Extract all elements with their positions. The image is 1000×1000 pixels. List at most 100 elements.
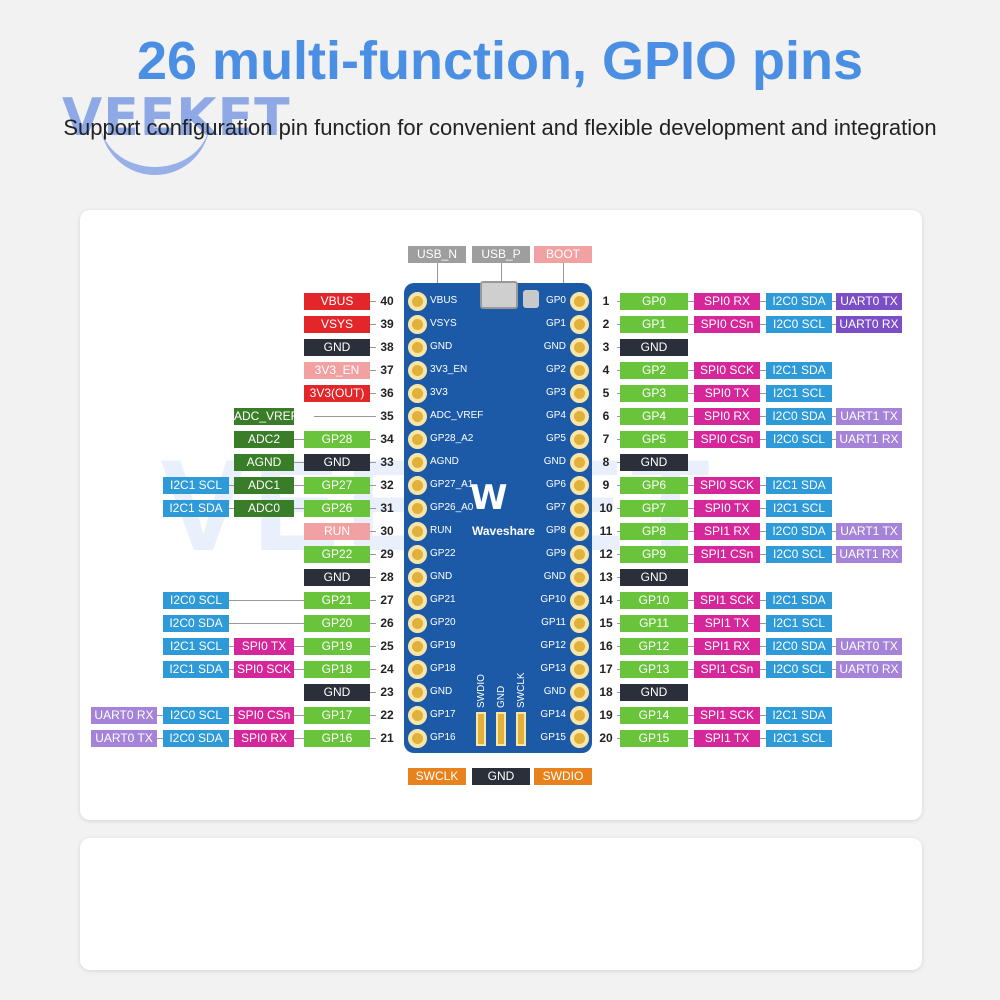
pin-function-label: UART0 TX xyxy=(91,730,157,747)
pin-function-label: GND xyxy=(304,454,370,471)
pin-function-label: UART0 TX xyxy=(836,293,902,310)
pin-number: 30 xyxy=(380,524,394,538)
usb-pin-line xyxy=(501,263,502,283)
pin-function-label: GP6 xyxy=(620,477,688,494)
pin-number: 4 xyxy=(602,363,610,377)
pin-pad xyxy=(408,453,427,472)
pin-function-label: SPI0 TX xyxy=(694,385,760,402)
pin-number: 3 xyxy=(602,340,610,354)
pin-function-label: I2C1 SDA xyxy=(766,592,832,609)
boot-button xyxy=(523,290,539,308)
pin-function-label: SPI1 CSn xyxy=(694,546,760,563)
pin-number: 9 xyxy=(602,478,610,492)
pin-function-label: I2C0 SDA xyxy=(766,638,832,655)
pin-number: 15 xyxy=(599,616,613,630)
pin-function-label: UART0 TX xyxy=(836,638,902,655)
pin-function-label: AGND xyxy=(234,454,294,471)
pin-silk-label: GP15 xyxy=(540,732,566,743)
pin-pad xyxy=(408,637,427,656)
pin-function-label: GND xyxy=(620,569,688,586)
pin-function-label: GP0 xyxy=(620,293,688,310)
pin-number: 13 xyxy=(599,570,613,584)
pin-number: 23 xyxy=(380,685,394,699)
pin-function-label: SPI1 RX xyxy=(694,523,760,540)
pico-board xyxy=(404,283,592,753)
pin-silk-label: GND xyxy=(543,341,566,352)
pin-number: 19 xyxy=(599,708,613,722)
pin-function-label: GP28 xyxy=(304,431,370,448)
debug-pin-label: GND xyxy=(472,768,530,785)
swd-pad xyxy=(516,712,526,746)
pin-function-label: I2C1 SCL xyxy=(766,500,832,517)
pin-pad xyxy=(570,522,589,541)
pin-function-label: I2C1 SCL xyxy=(163,477,229,494)
pin-function-label: I2C1 SDA xyxy=(163,500,229,517)
pin-number: 36 xyxy=(380,386,394,400)
pin-silk-label: GP13 xyxy=(540,663,566,674)
pin-number: 21 xyxy=(380,731,394,745)
debug-pin-label: SWDIO xyxy=(534,768,592,785)
pin-function-label: GP17 xyxy=(304,707,370,724)
pin-number: 22 xyxy=(380,708,394,722)
usb-pin-line xyxy=(563,263,564,283)
pin-number: 11 xyxy=(599,524,613,538)
pin-silk-label: GP21 xyxy=(430,594,456,605)
pin-pad xyxy=(570,499,589,518)
pin-function-label: GND xyxy=(620,339,688,356)
page-title: 26 multi-function, GPIO pins xyxy=(136,31,864,91)
pin-pad xyxy=(408,591,427,610)
pin-pad xyxy=(570,568,589,587)
pin-number: 37 xyxy=(380,363,394,377)
board-brand: Waveshare xyxy=(472,524,535,538)
pin-number: 20 xyxy=(599,731,613,745)
pin-pad xyxy=(570,591,589,610)
pin-function-label: GP9 xyxy=(620,546,688,563)
pin-pad xyxy=(570,315,589,334)
pin-function-label: GND xyxy=(304,339,370,356)
pin-function-label: SPI1 RX xyxy=(694,638,760,655)
pin-function-label: RUN xyxy=(304,523,370,540)
pin-silk-label: GND xyxy=(543,571,566,582)
pin-silk-label: GP14 xyxy=(540,709,566,720)
pin-number: 28 xyxy=(380,570,394,584)
pin-silk-label: VSYS xyxy=(430,318,457,329)
pin-function-label: UART1 RX xyxy=(836,546,902,563)
pin-connector-line xyxy=(173,600,376,601)
pin-pad xyxy=(570,430,589,449)
pin-silk-label: GP8 xyxy=(545,525,566,536)
pin-function-label: SPI0 SCK xyxy=(234,661,294,678)
pin-pad xyxy=(570,683,589,702)
pin-pad xyxy=(570,292,589,311)
pin-function-label: UART1 TX xyxy=(836,408,902,425)
pin-function-label: I2C1 SDA xyxy=(163,661,229,678)
pin-function-label: 3V3(OUT) xyxy=(304,385,370,402)
pin-function-label: GP18 xyxy=(304,661,370,678)
pin-function-label: GND xyxy=(304,684,370,701)
pin-function-label: GP5 xyxy=(620,431,688,448)
pin-pad xyxy=(570,545,589,564)
pin-silk-label: GP19 xyxy=(430,640,456,651)
pin-function-label: I2C1 SCL xyxy=(766,730,832,747)
pin-silk-label: GP22 xyxy=(430,548,456,559)
pin-function-label: GP20 xyxy=(304,615,370,632)
pin-silk-label: 3V3_EN xyxy=(430,364,468,375)
pin-function-label: GP8 xyxy=(620,523,688,540)
pin-silk-label: GP11 xyxy=(541,617,566,628)
pin-function-label: SPI0 TX xyxy=(234,638,294,655)
page-subtitle: Support configuration pin function for c… xyxy=(63,115,937,140)
usb-pin-label: BOOT xyxy=(534,246,592,263)
pin-pad xyxy=(570,476,589,495)
pin-pad xyxy=(570,637,589,656)
pin-function-label: GP4 xyxy=(620,408,688,425)
pin-function-label: SPI0 RX xyxy=(694,408,760,425)
pin-function-label: GP2 xyxy=(620,362,688,379)
pin-pad xyxy=(570,729,589,748)
pin-silk-label: GP3 xyxy=(545,387,566,398)
pin-function-label: GP11 xyxy=(620,615,688,632)
pin-function-label: SPI0 SCK xyxy=(694,362,760,379)
pin-silk-label: ADC_VREF xyxy=(430,410,484,421)
pin-function-label: UART0 RX xyxy=(836,316,902,333)
pin-number: 16 xyxy=(599,639,613,653)
waveshare-logo-icon: W xyxy=(470,478,508,518)
pin-pad xyxy=(408,522,427,541)
